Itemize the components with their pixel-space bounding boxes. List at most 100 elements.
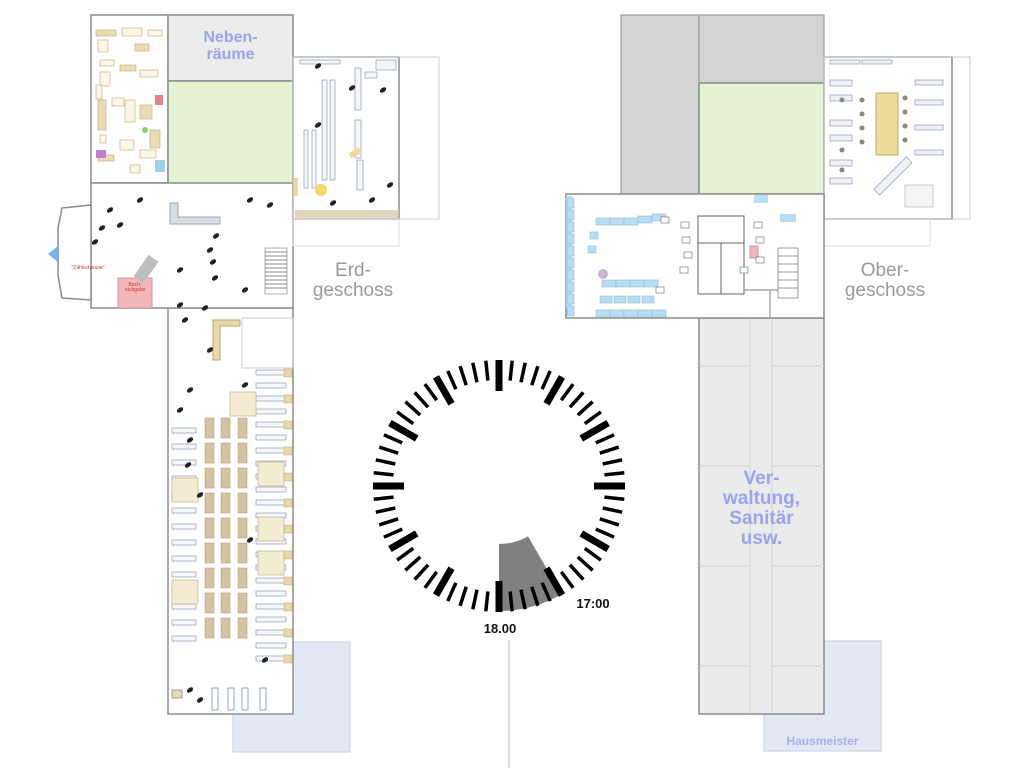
chair	[211, 275, 219, 281]
seat-block	[615, 279, 631, 288]
upper-seats	[566, 195, 796, 318]
chair	[266, 202, 274, 208]
seat-block	[589, 231, 599, 240]
chair	[116, 222, 124, 228]
chair	[902, 95, 908, 101]
shelf-left	[171, 443, 197, 450]
minor-tick	[378, 445, 399, 455]
chair	[379, 87, 387, 93]
diagonal-desk	[873, 156, 913, 196]
dark-room-left	[620, 14, 700, 195]
upper-stair	[777, 247, 799, 299]
desk	[914, 79, 944, 86]
seat-block	[641, 295, 655, 304]
wall-seat	[566, 293, 575, 305]
minor-tick	[458, 586, 468, 607]
chair	[348, 85, 356, 91]
chair	[206, 247, 214, 253]
minor-tick	[568, 391, 585, 409]
minor-tick	[595, 433, 615, 445]
seat-block	[601, 279, 617, 288]
stack-shelf	[321, 79, 328, 181]
return-machine	[133, 254, 159, 284]
shelf-right	[255, 616, 287, 623]
chair	[329, 200, 337, 206]
stack-shelf	[364, 71, 378, 79]
office-desk	[99, 71, 111, 87]
study-desk	[171, 579, 199, 605]
minor-tick	[559, 570, 575, 589]
office-plant	[142, 127, 148, 133]
minor-tick	[599, 517, 620, 527]
desk	[861, 59, 893, 65]
minor-tick	[471, 589, 479, 610]
office-desk	[139, 149, 157, 159]
minor-tick	[583, 410, 602, 426]
desk	[829, 134, 853, 142]
chair	[859, 111, 865, 117]
entrance-arrow	[48, 245, 59, 263]
major-tick	[543, 375, 566, 406]
chair	[314, 122, 322, 128]
minor-tick	[583, 546, 602, 562]
stacks-room-outline-2	[292, 218, 400, 247]
study-desk	[171, 477, 199, 503]
seat-top	[754, 195, 768, 203]
work-station	[681, 236, 691, 244]
shelf	[220, 517, 231, 539]
chair	[241, 382, 249, 388]
carrel	[283, 446, 293, 456]
carrel	[283, 420, 293, 430]
seat-block	[613, 295, 627, 304]
minor-tick	[375, 458, 396, 466]
minor-tick	[568, 563, 585, 581]
shelf-right	[255, 486, 287, 493]
minor-tick	[604, 471, 625, 477]
shelf-right	[255, 382, 287, 389]
office-item-red	[155, 95, 163, 105]
stack-desk	[348, 147, 362, 159]
work-station	[680, 221, 690, 229]
shelf	[220, 592, 231, 614]
clock-ticks	[373, 360, 625, 612]
study-desk	[257, 516, 285, 542]
ground-floor-label: Erd- geschoss	[312, 260, 394, 301]
work-station	[655, 286, 665, 294]
minor-tick	[413, 391, 430, 409]
major-tick	[579, 530, 610, 553]
chair	[902, 109, 908, 115]
minor-tick	[458, 365, 468, 386]
chair	[176, 267, 184, 273]
chair	[181, 317, 189, 323]
dark-room-top	[698, 14, 825, 84]
chair	[839, 147, 845, 153]
chair	[839, 167, 845, 173]
chair	[859, 125, 865, 131]
admin-wing-grid	[699, 318, 824, 714]
copier	[749, 245, 759, 259]
chair	[98, 225, 106, 231]
chairs	[91, 197, 274, 703]
minor-tick	[446, 370, 458, 390]
shelf-right	[255, 369, 287, 376]
help-desk	[212, 319, 241, 361]
entrance-vestibule	[57, 204, 92, 301]
shelf	[237, 417, 248, 439]
chair	[206, 347, 214, 353]
chair	[209, 259, 217, 265]
shelf	[204, 617, 215, 639]
chair	[186, 387, 194, 393]
minor-tick	[559, 383, 575, 402]
stacks-room-bottom-strip	[295, 210, 399, 218]
study-room-outline-2	[823, 218, 931, 247]
shelf-right	[255, 395, 287, 402]
return-room-label: Buch- rückgabe	[124, 282, 146, 294]
chair	[176, 407, 184, 413]
seat-block	[637, 309, 653, 318]
shelf	[204, 492, 215, 514]
carrel	[283, 498, 293, 508]
entrance-note: "Zählschleuse"	[71, 265, 105, 271]
minor-tick	[383, 433, 403, 445]
wall-seat	[566, 257, 575, 269]
chair	[186, 437, 194, 443]
